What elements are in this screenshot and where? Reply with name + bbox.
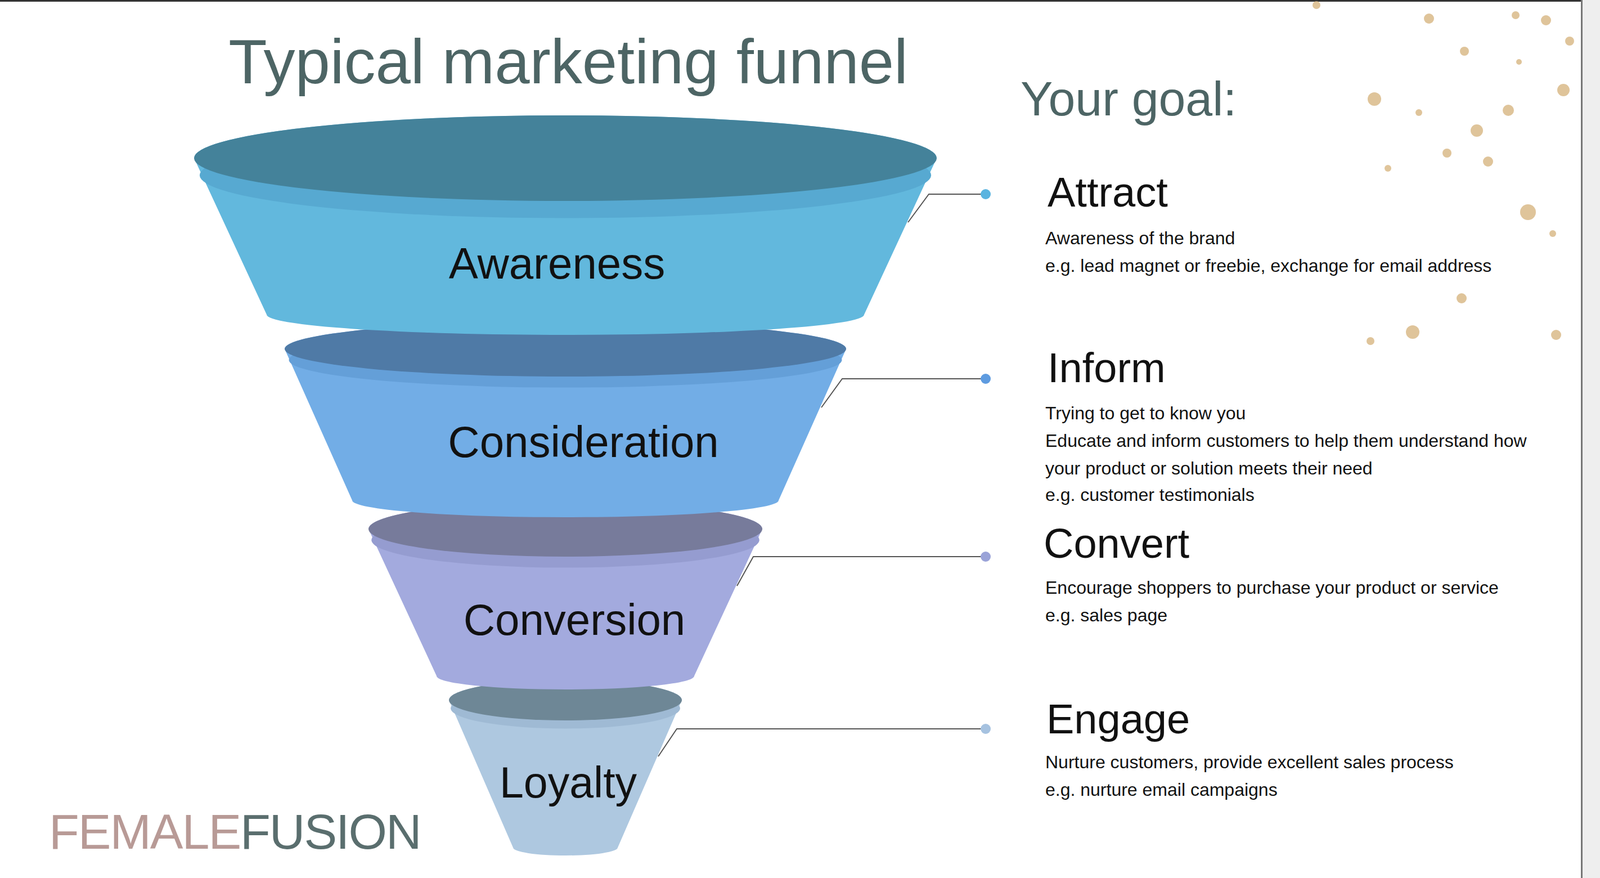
band-body: [284, 321, 847, 518]
brand-logo-part: FEMALE: [48, 803, 241, 860]
band-top: [194, 115, 937, 201]
goal-heading: Attract: [1047, 169, 1168, 215]
goal-text: Encourage shoppers to purchase your prod…: [1045, 573, 1499, 602]
funnel-band: Loyalty: [448, 679, 682, 856]
goal-text: Awareness of the brand: [1045, 224, 1235, 253]
goal-text: Educate and inform customers to help the…: [1045, 427, 1535, 483]
goal-heading: Engage: [1046, 696, 1190, 742]
brand-logo: FEMALEFUSION: [48, 803, 421, 860]
goal-text: Trying to get to know you: [1045, 399, 1246, 428]
funnel-band: Conversion: [368, 501, 763, 690]
band-body: [368, 501, 763, 690]
band-shape: [194, 115, 937, 335]
goal-example: e.g. sales page: [1045, 601, 1168, 629]
funnel-band: Consideration: [284, 321, 847, 518]
goal-heading: Convert: [1043, 520, 1190, 566]
diagram-title: Typical marketing funnel: [140, 25, 996, 99]
section-heading: Your goal:: [1020, 70, 1237, 127]
goal-example: e.g. customer testimonials: [1045, 481, 1255, 509]
goal-text: Nurture customers, provide excellent sal…: [1045, 748, 1454, 776]
goal-example: e.g. nurture email campaigns: [1045, 775, 1278, 804]
goal-heading: Inform: [1047, 345, 1166, 391]
brand-logo-part: FUSION: [240, 803, 421, 860]
goal-example: e.g. lead magnet or freebie, exchange fo…: [1045, 252, 1492, 280]
band-label: Conversion: [463, 594, 686, 645]
band-top: [448, 679, 682, 721]
band-label: Awareness: [448, 237, 665, 289]
funnel-band: Awareness: [194, 115, 937, 335]
band-body: [448, 679, 682, 856]
band-label: Loyalty: [499, 756, 637, 808]
band-label: Consideration: [447, 416, 719, 467]
band-top: [368, 501, 763, 557]
band-body: [194, 115, 937, 335]
band-top: [284, 321, 847, 377]
